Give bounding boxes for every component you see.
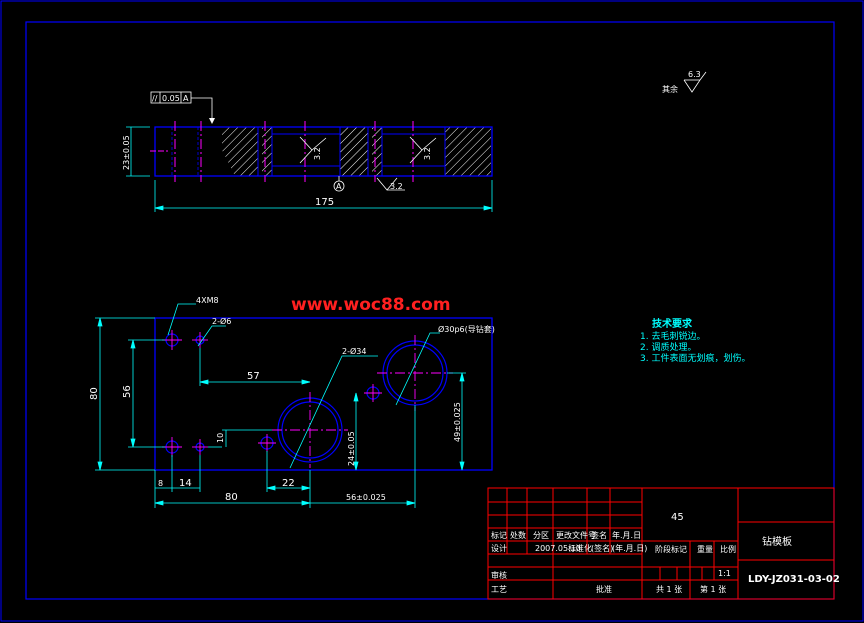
dim-height-top [126,126,150,177]
dim-10 [208,429,272,448]
svg-text:标记: 标记 [491,530,507,540]
general-roughness: 其余 6.3 [662,70,707,94]
svg-text:年.月.日: 年.月.日 [612,530,641,540]
dim-24 [353,392,359,471]
roughness-left: 3.2 [299,136,327,164]
hatch-left [222,127,258,176]
title-block-text: 45 钻模板 LDY-JZ031-03-02 标记 处数 分区 更改文件号 签名… [491,512,840,594]
svg-text:22: 22 [282,478,295,489]
tech-item-1: 1. 去毛刺锐边。 [640,330,705,342]
tech-title: 技术要求 [652,317,693,330]
hatch-right [445,127,491,176]
flatness-symbol: // [152,94,158,103]
svg-text:49±0.025: 49±0.025 [453,402,462,442]
dim-49 [447,372,466,471]
label-2phi6: 2-Ø6 [212,316,231,326]
svg-text:2007.05.10: 2007.05.10 [535,544,581,553]
svg-text:第 1 张: 第 1 张 [700,584,726,594]
tech-item-2: 2. 调质处理。 [640,341,696,353]
svg-text:其余: 其余 [662,84,678,94]
roughness-bottom: 3.2 [376,177,405,191]
roughness-right: 3.2 [409,136,437,164]
svg-text:1:1: 1:1 [718,569,731,578]
flatness-value: 0.05 [162,94,180,103]
svg-text:工艺: 工艺 [491,585,507,594]
svg-text:56±0.025: 56±0.025 [346,493,386,502]
dim-57 [199,348,311,386]
svg-text:80: 80 [89,387,100,400]
label-4xm8: 4XM8 [196,296,219,305]
svg-text:14: 14 [179,478,192,489]
svg-text:56: 56 [122,385,133,398]
svg-text:3.2: 3.2 [313,147,322,160]
flatness-datum: A [183,94,189,103]
watermark: www.woc88.com [291,295,451,315]
front-view-centerlines [162,330,453,468]
dim-56-vertical [128,339,165,448]
svg-text:10: 10 [216,433,225,443]
part-name: 钻模板 [762,535,792,548]
svg-text:重量: 重量 [697,544,713,554]
svg-text:80: 80 [225,492,238,503]
title-block [487,487,835,600]
svg-text:设计: 设计 [491,543,507,553]
tech-item-3: 3. 工件表面无划痕，划伤。 [640,352,750,364]
sheet-inner-border [25,21,835,600]
svg-text:6.3: 6.3 [688,70,701,79]
svg-text:处数: 处数 [510,530,526,540]
svg-text:24±0.05: 24±0.05 [347,431,356,466]
top-view-centerlines [150,121,414,182]
svg-text:签名: 签名 [591,530,607,540]
svg-text:A: A [336,182,342,191]
front-view-outline [154,317,493,471]
drawing-number: LDY-JZ031-03-02 [748,574,840,585]
svg-text:3.2: 3.2 [390,182,403,191]
top-view: // 0.05 A [122,91,493,212]
svg-text:(年.月.日): (年.月.日) [612,543,647,553]
flatness-tolerance-frame: // 0.05 A [150,91,215,124]
label-2phi34: 2-Ø34 [342,346,366,356]
tech-requirements: 技术要求 1. 去毛刺锐边。 2. 调质处理。 3. 工件表面无划痕，划伤。 [640,317,750,364]
label-phi30: Ø30p6(导钻套) [438,324,495,334]
svg-text:批准: 批准 [596,584,612,594]
svg-text:57: 57 [247,371,260,382]
bottom-dimensions [154,405,416,508]
hatch-mid [340,127,368,176]
svg-text:共 1 张: 共 1 张 [656,585,682,594]
material: 45 [671,512,684,523]
dim-length-label: 175 [315,197,334,208]
svg-text:8: 8 [158,479,163,488]
datum-a-marker: A [333,176,345,192]
front-view-leaders [167,303,440,469]
dim-length-top [154,180,493,212]
dim-height-label: 23±0.05 [122,135,131,170]
svg-text:(签名): (签名) [591,543,613,553]
front-view: 4XM8 2-Ø6 2-Ø34 Ø30p6(导钻套) 80 56 [89,296,495,508]
dim-80-vertical [95,317,155,471]
svg-text:3.2: 3.2 [423,147,432,160]
svg-text:阶段标记: 阶段标记 [655,544,687,554]
svg-text:比例: 比例 [720,544,736,554]
svg-text:更改文件号: 更改文件号 [556,530,596,540]
svg-text:审核: 审核 [491,570,507,580]
hatch-mid-left [262,127,272,176]
hatch-mid-right [372,127,382,176]
svg-text:分区: 分区 [533,531,549,540]
svg-text:标准化: 标准化 [568,543,592,553]
